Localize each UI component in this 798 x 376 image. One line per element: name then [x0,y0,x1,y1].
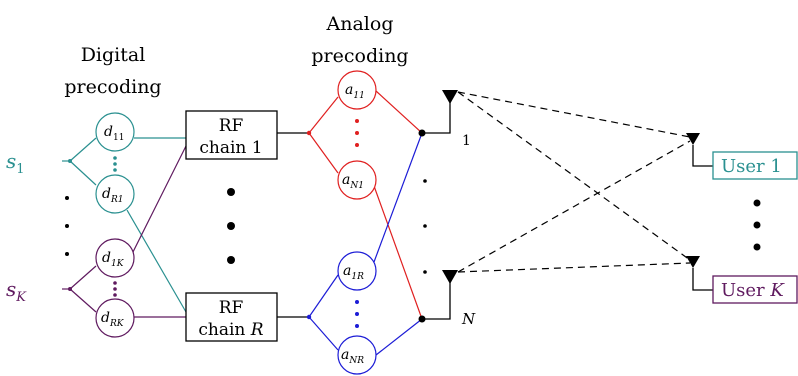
antenna-ellipsis [423,179,427,274]
antenna-N-label: N [461,310,476,328]
svg-text:RF: RF [219,116,244,136]
digital-node-d1K: d1K [95,238,135,278]
rf-chain-R: RF chain R [185,292,278,342]
svg-text:d11: d11 [104,124,124,143]
svg-text:chain 1: chain 1 [199,138,262,158]
svg-text:d1K: d1K [102,250,125,269]
svg-text:a1R: a1R [343,263,364,282]
antenna-1-label: 1 [462,133,471,149]
digital-wires [69,137,187,318]
analog-node-aNR: aNR [337,335,377,375]
digital-heading-line1: Digital [81,44,146,66]
input-s1-label: s1 [6,149,25,177]
user-K-antenna [686,256,713,291]
analog-node-a11: a11 [337,70,377,110]
digital-node-dR1: dR1 [95,174,135,214]
analog-node-ellipsis-bottom [355,300,359,328]
analog-node-ellipsis-top [355,119,359,147]
input-sK-label: sK [6,277,27,305]
svg-text:User 1: User 1 [721,156,782,177]
rf-chain-ellipsis [227,188,235,264]
digital-node-ellipsis-top [113,156,117,172]
antenna-N: N [418,270,476,328]
digital-node-dRK: dRK [95,298,135,338]
svg-text:dRK: dRK [101,310,125,329]
analog-wires-blue [306,132,423,356]
analog-node-a1R: a1R [337,251,377,291]
digital-node-d11: d11 [95,112,135,152]
input-ellipsis [65,196,69,256]
user-K-box: User K [712,275,798,304]
svg-text:chain R: chain R [198,320,263,340]
user-ellipsis [753,199,761,251]
svg-text:RF: RF [219,298,244,318]
svg-text:aN1: aN1 [342,172,364,191]
rf-chain-1: RF chain 1 [185,110,278,160]
svg-text:aNR: aNR [341,347,364,366]
digital-heading-line2: precoding [64,76,161,98]
svg-text:User K: User K [721,280,785,301]
user-1-antenna [686,133,713,167]
rf-outputs [277,132,309,318]
user-1-box: User 1 [712,151,798,180]
svg-text:dR1: dR1 [102,186,123,205]
wireless-links [457,91,691,273]
analog-node-aN1: aN1 [337,160,377,200]
antenna-1: 1 [418,90,471,149]
analog-heading-line2: precoding [311,45,408,67]
digital-node-ellipsis-bottom [113,281,117,297]
svg-text:a11: a11 [345,82,365,101]
analog-wires-red [306,90,423,320]
analog-heading-line1: Analog [326,13,394,35]
